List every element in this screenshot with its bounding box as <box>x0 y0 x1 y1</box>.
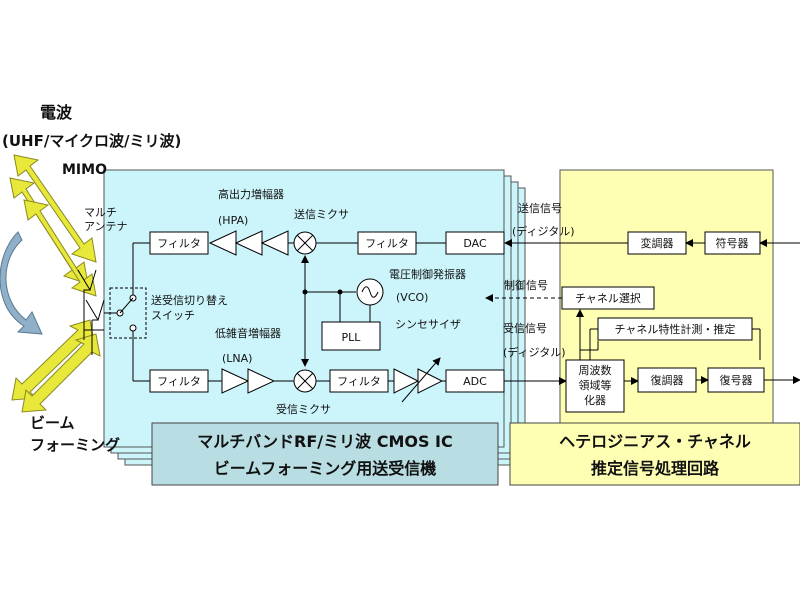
vco-abbr: (VCO) <box>396 291 428 304</box>
antenna-label: マルチ <box>84 206 117 219</box>
lo-junction <box>302 289 308 295</box>
wave-arrows-bottom <box>11 319 101 413</box>
rx-filter-1-label: フィルタ <box>157 375 201 388</box>
decoder-label: 復号器 <box>720 374 753 387</box>
channel-select-label: チャネル選択 <box>575 291 641 305</box>
pll-block <box>321 321 381 351</box>
hpa-label: 高出力増幅器 <box>218 187 284 201</box>
vga-gain-arrow <box>401 357 441 403</box>
tx-mixer-label: 送信ミクサ <box>294 207 349 221</box>
pll-label: PLL <box>342 331 362 344</box>
channel-estimate-label: チャネル特性計測・推定 <box>615 322 736 336</box>
pll-junction <box>337 289 343 295</box>
lna-label: 低雑音増幅器 <box>215 326 281 340</box>
vco-label: 電圧制御発振器 <box>389 267 466 281</box>
hpa-abbr: (HPA) <box>218 214 248 227</box>
control-signal-label: 制御信号 <box>504 278 548 292</box>
rx-filter-2-label: フィルタ <box>337 375 381 388</box>
equalizer-label-line: 領域等 <box>579 378 612 392</box>
rf-caption-box <box>151 422 499 486</box>
rf-caption-line2: ビームフォーミング用送受信機 <box>214 459 437 478</box>
lna-abbr: (LNA) <box>222 352 252 365</box>
channel-select-block <box>561 286 655 310</box>
rf-caption-line1: マルチバンドRF/ミリ波 CMOS IC <box>197 432 453 451</box>
equalizer-label-line: 周波数 <box>579 364 612 377</box>
wave-arrows-top <box>9 154 97 297</box>
switch-label-2: スイッチ <box>151 309 195 322</box>
rx-signal-label: 受信信号 <box>503 322 547 335</box>
lna-amplifiers <box>221 368 276 394</box>
demodulator-block <box>637 367 697 393</box>
tx-signal-label: 送信信号 <box>518 201 562 215</box>
rf-panel-front <box>103 169 505 448</box>
tx-filter-2-label: フィルタ <box>365 237 409 250</box>
rx-mixer-label: 受信ミクサ <box>276 403 331 416</box>
wave-title: 電波 <box>40 103 73 122</box>
dac-label: DAC <box>463 237 487 250</box>
decoder-block <box>707 367 765 393</box>
encoder-label: 符号器 <box>716 237 749 250</box>
equalizer-label-line: 化器 <box>584 393 606 407</box>
hpa-amplifiers <box>208 230 289 256</box>
antenna-icon <box>77 269 105 355</box>
rotation-arrow <box>0 231 43 335</box>
switch-node-bottom <box>129 324 137 332</box>
antenna-label-2: アンテナ <box>84 220 128 233</box>
tx-digital-label: (ディジタル) <box>512 224 575 238</box>
adc-label: ADC <box>463 375 487 388</box>
rx-mixer <box>293 369 317 393</box>
switch-label: 送受信切り替え <box>151 293 228 307</box>
dsp-caption-box <box>509 422 800 486</box>
modulator-label: 変調器 <box>641 236 674 250</box>
beamforming-label-2: フォーミング <box>30 436 120 454</box>
switch-blade <box>119 297 134 314</box>
dsp-caption-line2: 推定信号処理回路 <box>591 459 720 478</box>
tx-mixer <box>293 231 317 255</box>
vco-oscillator <box>356 278 384 306</box>
dsp-caption-line1: ヘテロジニアス・チャネル <box>559 432 751 451</box>
wave-subtitle: (UHF/マイクロ波/ミリ波) <box>2 132 181 150</box>
tx-filter-1-label: フィルタ <box>157 237 201 250</box>
equalizer-label: 周波数領域等化器 <box>579 364 612 407</box>
equalizer-block <box>565 359 625 413</box>
demodulator-label: 復調器 <box>651 373 684 387</box>
beamforming-label: ビーム <box>30 414 75 432</box>
vga-amplifiers <box>393 368 444 394</box>
mimo-label: MIMO <box>62 162 107 178</box>
tx-filter-1 <box>149 231 209 255</box>
synth-label: シンセサイザ <box>395 318 461 331</box>
rx-digital-label: (ディジタル) <box>503 345 566 359</box>
